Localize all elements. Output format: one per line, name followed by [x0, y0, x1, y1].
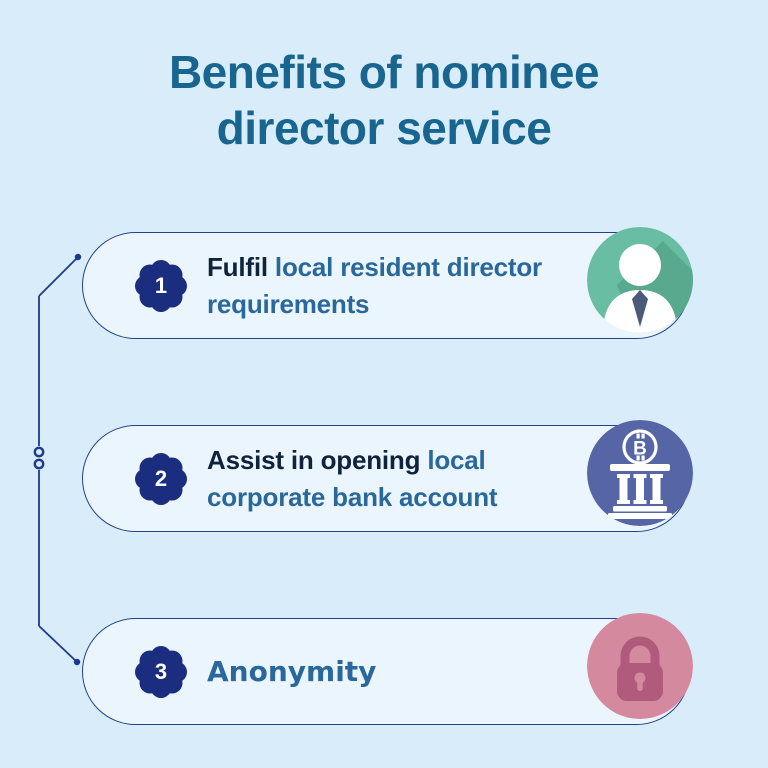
benefit-text: Fulfil local resident director requireme…	[207, 249, 599, 323]
badge-number: 2	[154, 465, 168, 491]
page-title: Benefits of nominee director service	[0, 44, 768, 156]
benefit-text-blue: Anonymity	[207, 654, 377, 688]
benefit-card-1: 1 Fulfil local resident director require…	[82, 227, 693, 339]
benefit-text: Assist in opening local corporate bank a…	[207, 442, 599, 516]
bank-bitcoin-icon: B	[587, 420, 693, 526]
benefit-text: Anonymity	[207, 652, 376, 692]
person-avatar-icon	[587, 227, 693, 333]
benefit-text-dark: Assist in opening	[207, 444, 421, 475]
number-badge-2: 2	[133, 451, 189, 507]
benefit-card-2: 2 Assist in opening local corporate bank…	[82, 420, 693, 532]
badge-number: 3	[154, 658, 168, 684]
benefit-card-3: 3 Anonymity	[82, 613, 693, 725]
benefit-text-blue: local corporate bank account	[207, 444, 498, 512]
flower-badge-icon	[135, 259, 187, 312]
svg-text:B: B	[633, 439, 647, 460]
page-title-line1: Benefits of nominee	[168, 46, 600, 98]
number-badge-3: 3	[133, 644, 189, 700]
badge-number: 1	[154, 272, 168, 298]
benefit-text-dark: Fulfil	[207, 251, 268, 282]
benefit-text-blue: local resident director requirements	[207, 251, 542, 319]
number-badge-1: 1	[133, 258, 189, 314]
flower-badge-icon	[135, 452, 187, 505]
padlock-icon	[587, 613, 693, 719]
flower-badge-icon	[135, 645, 187, 698]
page-title-line2: director service	[216, 102, 552, 155]
